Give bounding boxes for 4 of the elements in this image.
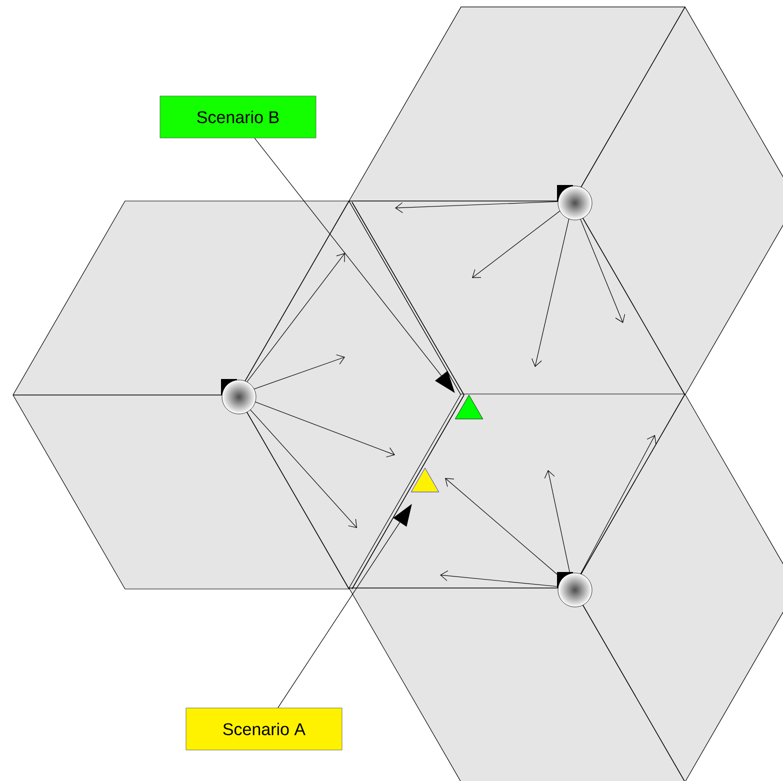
triangle-marker [454, 394, 484, 420]
callout-box: Scenario A [186, 708, 342, 750]
triangle-marker [410, 468, 440, 492]
callout-box: Scenario B [160, 96, 316, 138]
